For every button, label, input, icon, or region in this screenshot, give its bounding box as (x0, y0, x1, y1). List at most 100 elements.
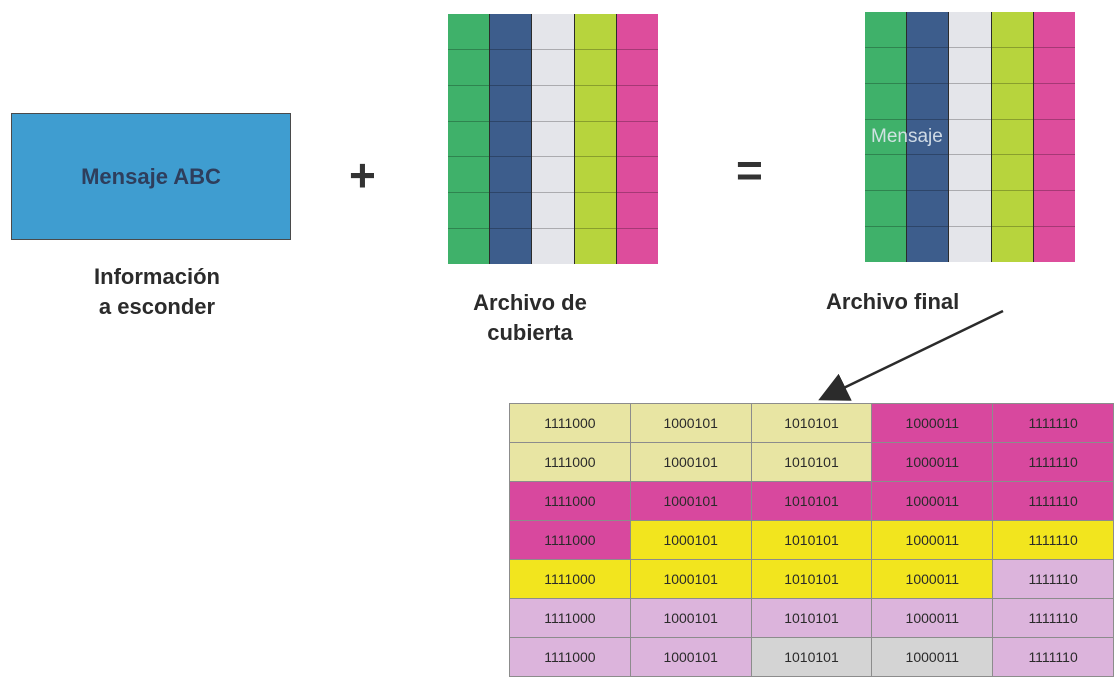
grid-cell (574, 85, 616, 122)
grid-cell (448, 14, 490, 50)
grid-cell (616, 49, 659, 86)
grid-cell (991, 47, 1033, 84)
table-cell: 1000011 (871, 403, 994, 443)
message-box-text: Mensaje ABC (81, 163, 221, 189)
table-cell: 1010101 (750, 520, 873, 560)
grid-cell (574, 229, 616, 265)
grid-cell (907, 191, 949, 228)
grid-cell (949, 191, 991, 228)
grid-cell (574, 193, 616, 230)
grid-column (615, 14, 659, 265)
table-cell: 1010101 (750, 481, 873, 521)
grid-cell (949, 12, 991, 48)
cover-label: Archivo de cubierta (430, 288, 630, 348)
table-cell: 1111000 (509, 481, 631, 521)
grid-column (448, 14, 490, 265)
grid-cell (574, 14, 616, 50)
grid-cell (907, 155, 949, 192)
table-cell: 1111110 (992, 598, 1114, 638)
grid-cell (490, 85, 532, 122)
grid-column (865, 12, 907, 263)
grid-cell (532, 157, 574, 194)
grid-cell (532, 229, 574, 265)
table-cell: 1111000 (509, 559, 631, 599)
final-overlay-text: Mensaje (871, 126, 943, 147)
table-cell: 1000011 (871, 481, 994, 521)
grid-cell (949, 155, 991, 192)
cover-file-grid (448, 14, 659, 265)
info-label-line2: a esconder (98, 294, 216, 319)
grid-cell (490, 14, 532, 50)
grid-cell (907, 83, 949, 120)
grid-column (573, 14, 616, 265)
table-cell: 1000101 (629, 442, 752, 482)
grid-cell (1033, 12, 1076, 48)
grid-cell (532, 49, 574, 86)
grid-cell (1033, 47, 1076, 84)
table-cell: 1111000 (509, 520, 631, 560)
table-cell: 1111000 (509, 442, 631, 482)
grid-cell (949, 119, 991, 156)
table-cell: 1000011 (871, 520, 994, 560)
info-label: Información a esconder (62, 262, 252, 322)
grid-cell (490, 229, 532, 265)
table-cell: 1000011 (871, 442, 994, 482)
grid-cell (949, 47, 991, 84)
grid-cell (1033, 155, 1076, 192)
grid-column (990, 12, 1033, 263)
grid-cell (949, 83, 991, 120)
grid-cell (991, 119, 1033, 156)
table-cell: 1111000 (509, 598, 631, 638)
grid-cell (907, 12, 949, 48)
cover-label-line2: cubierta (487, 320, 573, 345)
grid-cell (574, 157, 616, 194)
grid-column (948, 12, 991, 263)
grid-cell (991, 155, 1033, 192)
cover-label-line1: Archivo de (473, 290, 587, 315)
final-file-grid (865, 12, 1076, 263)
grid-cell (574, 49, 616, 86)
table-cell: 1111110 (992, 637, 1114, 677)
grid-cell (991, 227, 1033, 263)
grid-cell (532, 85, 574, 122)
grid-cell (616, 85, 659, 122)
grid-cell (865, 191, 907, 228)
table-cell: 1111000 (509, 637, 631, 677)
table-cell: 1000101 (629, 403, 752, 443)
table-cell: 1000011 (871, 559, 994, 599)
table-cell: 1010101 (750, 598, 873, 638)
table-cell: 1111000 (509, 403, 631, 443)
grid-cell (616, 121, 659, 158)
grid-column (489, 14, 532, 265)
grid-cell (1033, 83, 1076, 120)
table-cell: 1000011 (871, 637, 994, 677)
grid-cell (865, 12, 907, 48)
table-cell: 1010101 (750, 637, 873, 677)
grid-column (906, 12, 949, 263)
grid-cell (490, 121, 532, 158)
table-cell: 1111110 (992, 481, 1114, 521)
grid-cell (865, 227, 907, 263)
grid-cell (949, 227, 991, 263)
grid-cell (532, 121, 574, 158)
table-cell: 1000101 (629, 598, 752, 638)
table-cell: 1000101 (629, 559, 752, 599)
grid-cell (532, 14, 574, 50)
grid-cell (1033, 191, 1076, 228)
grid-cell (991, 191, 1033, 228)
message-box: Mensaje ABC (11, 113, 291, 240)
grid-cell (448, 157, 490, 194)
table-cell: 1111110 (992, 403, 1114, 443)
grid-cell (448, 85, 490, 122)
table-cell: 1111110 (992, 559, 1114, 599)
grid-cell (532, 193, 574, 230)
grid-column (531, 14, 574, 265)
grid-cell (490, 157, 532, 194)
grid-cell (448, 121, 490, 158)
